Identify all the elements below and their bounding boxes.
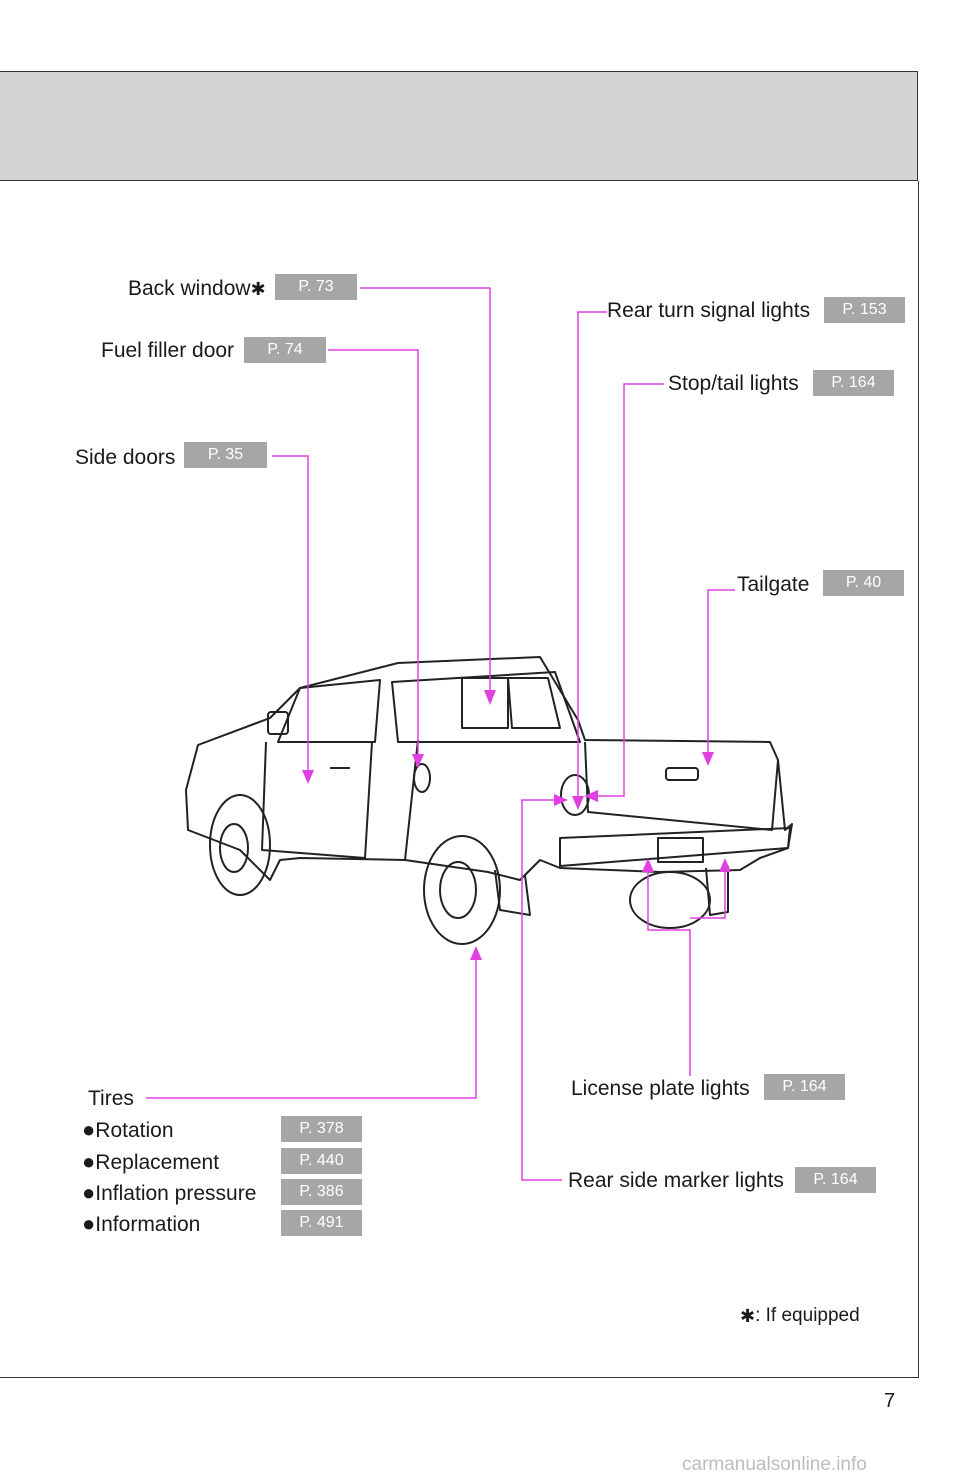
leader-stop-tail (588, 383, 664, 797)
front-wheel (209, 794, 271, 896)
arrow-fuel-filler-door (412, 754, 424, 768)
arrow-license-right (719, 858, 731, 872)
watermark: carmanualsonline.info (682, 1454, 867, 1475)
arrow-back-window (484, 690, 496, 705)
back-window-page[interactable]: P. 73 (275, 274, 357, 300)
rear-turn-signal-label: Rear turn signal lights (607, 299, 811, 322)
tires-replacement-page[interactable]: P. 440 (281, 1148, 362, 1174)
side-mirror (267, 711, 289, 735)
rear-side-marker-label: Rear side marker lights (568, 1169, 784, 1192)
tires-item-rotation: ●Rotation (82, 1117, 174, 1143)
arrow-rear-turn-signal (572, 796, 584, 810)
stop-tail-lights-label: Stop/tail lights (668, 372, 799, 395)
leader-arrows (302, 690, 731, 960)
rear-turn-signal-page[interactable]: P. 153 (824, 297, 905, 323)
arrow-rear-side-marker (554, 794, 568, 806)
bullet-icon: ● (82, 1180, 96, 1205)
license-plate (657, 837, 704, 863)
tires-title: Tires (88, 1087, 134, 1110)
footnote: ✱: If equipped (740, 1305, 860, 1326)
front-wheel-hub (219, 823, 249, 873)
leader-rear-side-marker (521, 799, 564, 1181)
leader-side-doors (272, 455, 309, 780)
leader-fuel-filler-door (328, 349, 419, 765)
arrow-stop-tail (584, 790, 598, 802)
stop-tail-lights-page[interactable]: P. 164 (813, 370, 894, 396)
leader-lines (146, 287, 735, 1181)
side-door-drawing (261, 741, 373, 859)
bullet-icon: ● (82, 1117, 96, 1142)
content-frame (0, 181, 919, 1378)
leader-tailgate (707, 589, 735, 762)
header-band (0, 71, 918, 181)
rear-wheel (423, 835, 501, 945)
arrow-license-left (642, 858, 654, 872)
arrow-side-doors (302, 770, 314, 784)
leader-back-window (360, 287, 491, 700)
tires-item-replacement: ●Replacement (82, 1149, 220, 1175)
bullet-icon: ● (82, 1211, 96, 1236)
fuel-filler-door-label: Fuel filler door (101, 339, 235, 362)
mud-flap-left (494, 869, 531, 916)
leader-license-plate-right (690, 862, 726, 919)
rear-side-marker-page[interactable]: P. 164 (795, 1167, 876, 1193)
leader-license-plate-left (647, 862, 691, 1076)
tailgate-label: Tailgate (737, 573, 810, 596)
back-window-label: Back window✱ (128, 277, 266, 300)
arrow-tires (470, 946, 482, 960)
side-doors-label: Side doors (75, 446, 176, 469)
truck-body-outline (185, 656, 793, 881)
tires-rotation-page[interactable]: P. 378 (281, 1116, 362, 1142)
tires-inflation-page[interactable]: P. 386 (281, 1179, 362, 1205)
tires-item-inflation-pressure: ●Inflation pressure (82, 1180, 257, 1206)
tailgate-page[interactable]: P. 40 (823, 570, 904, 596)
mud-flap-right (705, 866, 729, 916)
back-window-drawing (461, 677, 509, 729)
truck-illustration (185, 656, 793, 945)
license-plate-lights-page[interactable]: P. 164 (764, 1074, 845, 1100)
tailgate-handle (665, 767, 699, 781)
fuel-filler-door-page[interactable]: P. 74 (244, 337, 326, 363)
asterisk-icon: ✱ (740, 1306, 756, 1326)
tires-information-page[interactable]: P. 491 (281, 1210, 362, 1236)
bullet-icon: ● (82, 1149, 96, 1174)
side-window (391, 671, 581, 743)
rear-bumper (559, 827, 791, 867)
leader-tires (146, 950, 477, 1099)
arrow-tailgate (702, 752, 714, 766)
rear-wheel-hub (439, 861, 477, 919)
far-rear-wheel (629, 871, 711, 929)
if-equipped-mark: ✱ (250, 279, 266, 299)
back-window-right (507, 677, 561, 729)
fuel-door-drawing (413, 763, 431, 793)
tires-item-information: ●Information (82, 1211, 201, 1237)
tailgate-drawing (584, 741, 779, 831)
front-window (277, 679, 381, 743)
page-number: 7 (884, 1390, 896, 1412)
side-doors-page[interactable]: P. 35 (184, 442, 267, 468)
leader-rear-turn-signal (577, 311, 607, 805)
tail-light-drawing (560, 774, 590, 816)
license-plate-lights-label: License plate lights (571, 1077, 750, 1100)
